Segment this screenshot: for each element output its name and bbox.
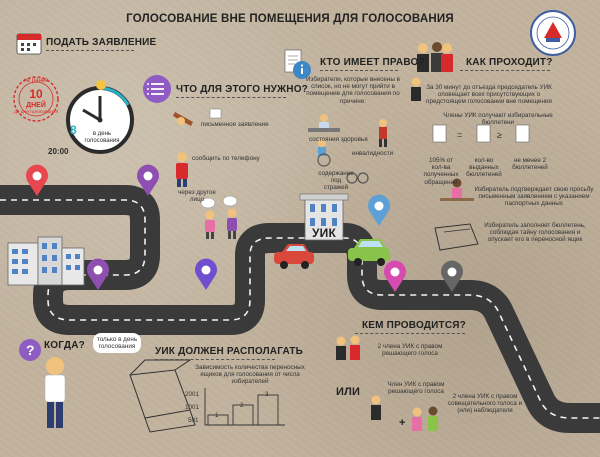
stamp-bottom-text: до дня голосования — [13, 110, 59, 115]
info-document-icon — [284, 49, 311, 79]
must-have-heading: УИК ДОЛЖЕН РАСПОЛАГАТЬ — [155, 346, 304, 357]
clock-number: 8 — [70, 123, 77, 137]
election-commission-logo-icon — [530, 10, 576, 56]
speech-bubbles-icon — [200, 195, 238, 209]
stamp-icon — [13, 76, 59, 122]
bar-chart-sketch — [204, 388, 285, 426]
road-center-line — [0, 199, 600, 419]
officials-group-icon — [411, 42, 453, 101]
how-rule1: 105% от кол-ва полученных обращений — [423, 157, 459, 186]
chart-bar-3 — [257, 394, 279, 426]
stamp-number: 10 — [29, 87, 43, 101]
by-whom-option1: 2 члена УИК с правом решающего голоса — [377, 343, 443, 358]
how-step1: За 30 минут до отъезда председатель УИК … — [426, 84, 552, 106]
chart-bar-1 — [207, 414, 229, 426]
person-proxy-icon-2 — [227, 208, 237, 239]
when-heading: КОГДА? — [44, 340, 85, 351]
why-phone: сообщить по телефону — [192, 155, 260, 162]
how-step4: Избиратель заполняет бюллетень, соблюдая… — [484, 222, 586, 244]
pin-purple-icon-2 — [87, 258, 109, 290]
when-bubble: только в день голосования — [93, 333, 141, 354]
apply-underline — [46, 50, 134, 51]
portable-ballot-box-icon — [434, 223, 479, 251]
observers-icon — [412, 406, 438, 431]
chart-axes — [204, 388, 285, 426]
pin-gray-icon — [441, 260, 464, 292]
by-whom-plus: + — [399, 417, 406, 429]
y-tick-2001: 2001 — [185, 391, 200, 398]
who-custody: содержание под стражей — [318, 170, 354, 192]
by-whom-or: ИЛИ — [336, 386, 361, 398]
sick-person-icon — [308, 114, 340, 132]
uik-label: УИК — [312, 226, 337, 240]
ballot-documents-icon: = ≥ — [432, 124, 530, 143]
how-step2: Члены УИК получают избирательные бюллете… — [443, 112, 553, 127]
must-have-underline — [155, 359, 275, 360]
bar-label-3: 3 — [265, 391, 269, 398]
paper-sheet-icon — [209, 108, 222, 119]
stamp-unit: ДНЕЙ — [26, 102, 46, 109]
clock-caption: в день голосования — [84, 131, 120, 144]
page-title: ГОЛОСОВАНИЕ ВНЕ ПОМЕЩЕНИЯ ДЛЯ ГОЛОСОВАНИ… — [126, 13, 454, 25]
stamp-top-text: не ранее — [23, 78, 49, 84]
person-disability-icon — [379, 119, 387, 147]
chart-bar-2 — [232, 404, 254, 426]
voter-writing-icon — [440, 178, 474, 201]
by-whom-heading: КЕМ ПРОВОДИТСЯ? — [362, 320, 466, 331]
who-disability: инвалидности — [352, 150, 394, 157]
who-description: Избиратели, которые внесены в список, но… — [306, 76, 400, 105]
y-tick-501: 501 — [188, 417, 199, 424]
man-calendar-icon — [44, 357, 66, 428]
by-whom-underline — [355, 333, 465, 334]
pin-purple-icon-1 — [137, 164, 159, 196]
pin-purple-icon-3 — [195, 258, 218, 290]
how-underline — [460, 70, 550, 71]
ballot-box-sketch-icon — [129, 359, 196, 433]
why-written: письменное заявление — [201, 121, 269, 128]
who-underline — [320, 70, 398, 71]
bar-label-2: 2 — [240, 402, 244, 409]
how-step3: Избиратель подтверждает свою просьбу пис… — [474, 186, 594, 208]
pin-red-icon-1 — [26, 164, 48, 196]
clock-icon — [66, 80, 134, 154]
bar-label-1: 1 — [215, 412, 219, 419]
wheelchair-person-icon — [317, 139, 331, 167]
green-car-icon — [348, 239, 390, 266]
svg-text:=: = — [457, 130, 462, 140]
two-members-icon — [336, 335, 360, 360]
pin-pink-icon — [383, 260, 407, 292]
handcuffs-icon — [346, 172, 369, 184]
who-health: состояния здоровья — [309, 136, 368, 143]
apply-heading: ПОДАТЬ ЗАЯВЛЕНИЕ — [46, 37, 157, 48]
person-phone-icon — [176, 152, 188, 187]
why-underline — [176, 97, 286, 98]
svg-text:≥: ≥ — [497, 130, 502, 140]
who-heading: КТО ИМЕЕТ ПРАВО? — [320, 57, 425, 68]
uik-building-icon — [299, 193, 349, 241]
how-heading: КАК ПРОХОДИТ? — [466, 57, 553, 68]
calendar-icon — [16, 33, 42, 55]
member-icon — [371, 395, 381, 420]
how-rule3: не менее 2 бюллетеней — [512, 157, 548, 172]
clock-time: 20:00 — [48, 147, 69, 156]
building-left-icon — [7, 236, 85, 286]
red-car-icon — [274, 244, 314, 269]
why-through: через другое лицо — [178, 189, 216, 204]
pin-blue-icon — [368, 194, 390, 226]
how-rule2: кол-во выданных бюллетеней — [466, 157, 502, 179]
why-heading: ЧТО ДЛЯ ЭТОГО НУЖНО? — [176, 84, 308, 95]
by-whom-option2b: 2 члена УИК с правом совещательного голо… — [447, 393, 523, 415]
svg-text:?: ? — [26, 342, 35, 358]
pen-writing-icon — [173, 112, 193, 126]
must-have-subtitle: Зависимость количества переносных ящиков… — [195, 364, 305, 386]
person-proxy-icon-1 — [205, 210, 215, 239]
menu-list-icon — [143, 75, 171, 103]
by-whom-option2a: Член УИК с правом решающего голоса — [387, 381, 445, 396]
question-mark-icon: ? — [19, 339, 41, 361]
y-tick-1001: 1001 — [185, 404, 200, 411]
